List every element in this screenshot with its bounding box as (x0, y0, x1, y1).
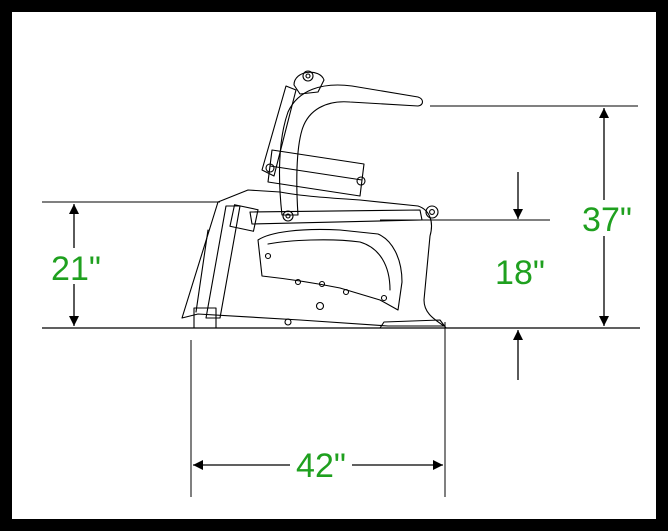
hinge-height-label: 18" (495, 254, 545, 292)
bucket-side-plate (181, 189, 445, 327)
depth-label: 42" (296, 447, 346, 485)
front-pin (425, 205, 439, 219)
overall-height-label: 37" (582, 201, 632, 239)
lower-bracket (193, 307, 217, 329)
bucket-back-panel (205, 205, 241, 319)
cross-bar (249, 209, 423, 225)
top-pin (302, 70, 314, 82)
grapple-arm (278, 84, 424, 216)
top-mount-ear (293, 71, 325, 95)
overall-height-label-bg (578, 200, 636, 236)
grapple-cylinder (267, 149, 365, 197)
back-height-label-bg (48, 248, 104, 284)
hinge-pin (282, 210, 294, 222)
cutting-edge (379, 319, 447, 329)
bucket-drawing (181, 70, 447, 329)
grapple-upright (261, 85, 297, 177)
back-height-label: 21" (51, 250, 101, 288)
upper-bracket (229, 204, 259, 232)
